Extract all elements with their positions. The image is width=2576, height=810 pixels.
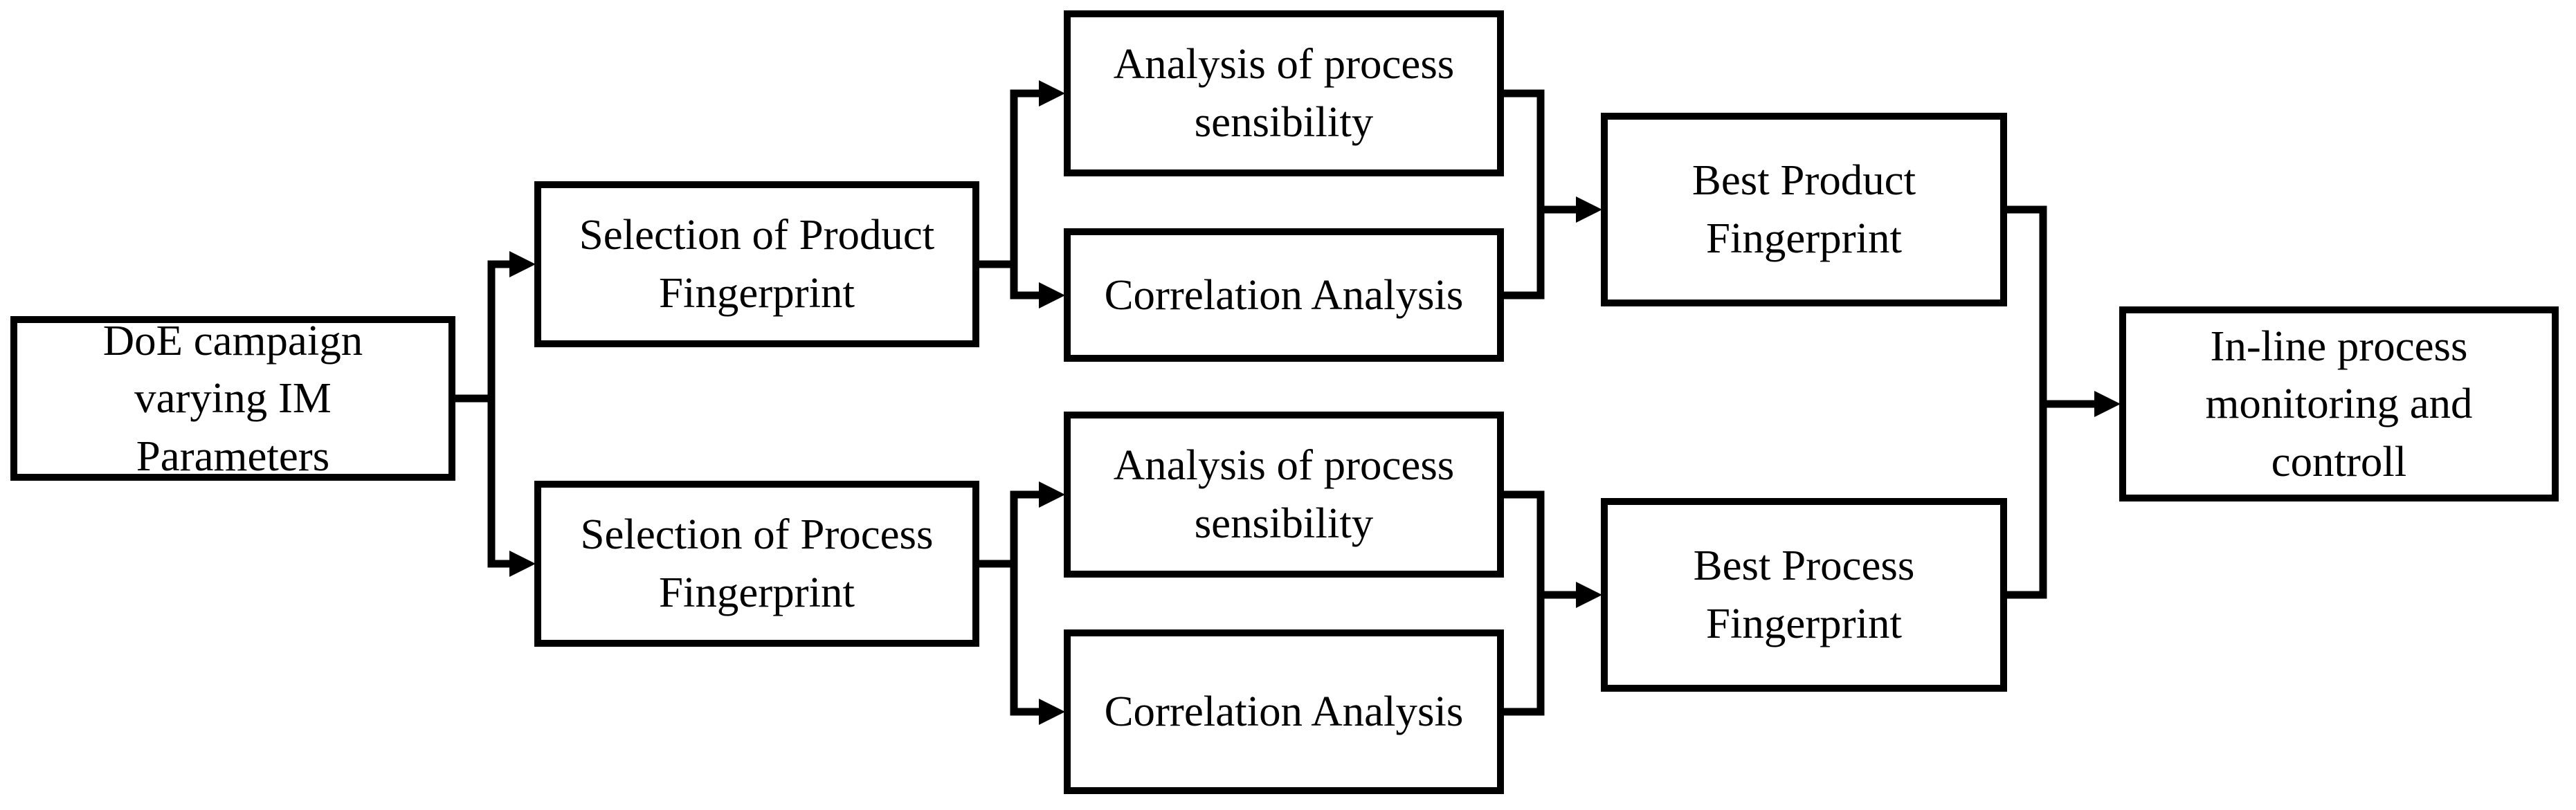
edge-sel-process-branch xyxy=(1010,490,1044,716)
edge-doe-branch xyxy=(487,260,515,568)
arrowhead-into-correlation-product xyxy=(1039,282,1065,309)
edge-sel-product-branch xyxy=(1010,89,1044,300)
edge-final-merge xyxy=(2007,205,2047,599)
arrowhead-into-analysis-product xyxy=(1039,80,1065,107)
node-doe-campaign: DoE campaign varying IM Parameters xyxy=(10,316,455,481)
node-inline-process-monitoring: In-line process monitoring and controll xyxy=(2119,306,2559,501)
node-selection-product-fingerprint: Selection of Product Fingerprint xyxy=(534,181,979,347)
arrowhead-into-inline-monitoring xyxy=(2094,391,2121,417)
arrowhead-into-best-product xyxy=(1576,196,1602,223)
edge-process-merge xyxy=(1504,490,1545,716)
arrowhead-into-selection-product xyxy=(509,251,536,277)
node-analysis-sensibility-process: Analysis of process sensibility xyxy=(1063,411,1504,578)
edge-product-merge xyxy=(1504,89,1545,300)
node-best-product-fingerprint: Best Product Fingerprint xyxy=(1600,112,2007,306)
arrowhead-into-analysis-process xyxy=(1039,481,1065,508)
arrowhead-into-best-process xyxy=(1576,582,1602,608)
node-best-process-fingerprint: Best Process Fingerprint xyxy=(1600,497,2007,692)
node-selection-process-fingerprint: Selection of Process Fingerprint xyxy=(534,481,979,647)
node-correlation-analysis-process: Correlation Analysis xyxy=(1063,629,1504,794)
arrowhead-into-correlation-process xyxy=(1039,699,1065,725)
node-correlation-analysis-product: Correlation Analysis xyxy=(1063,228,1504,362)
node-analysis-sensibility-product: Analysis of process sensibility xyxy=(1063,10,1504,176)
arrowhead-into-selection-process xyxy=(509,551,536,577)
